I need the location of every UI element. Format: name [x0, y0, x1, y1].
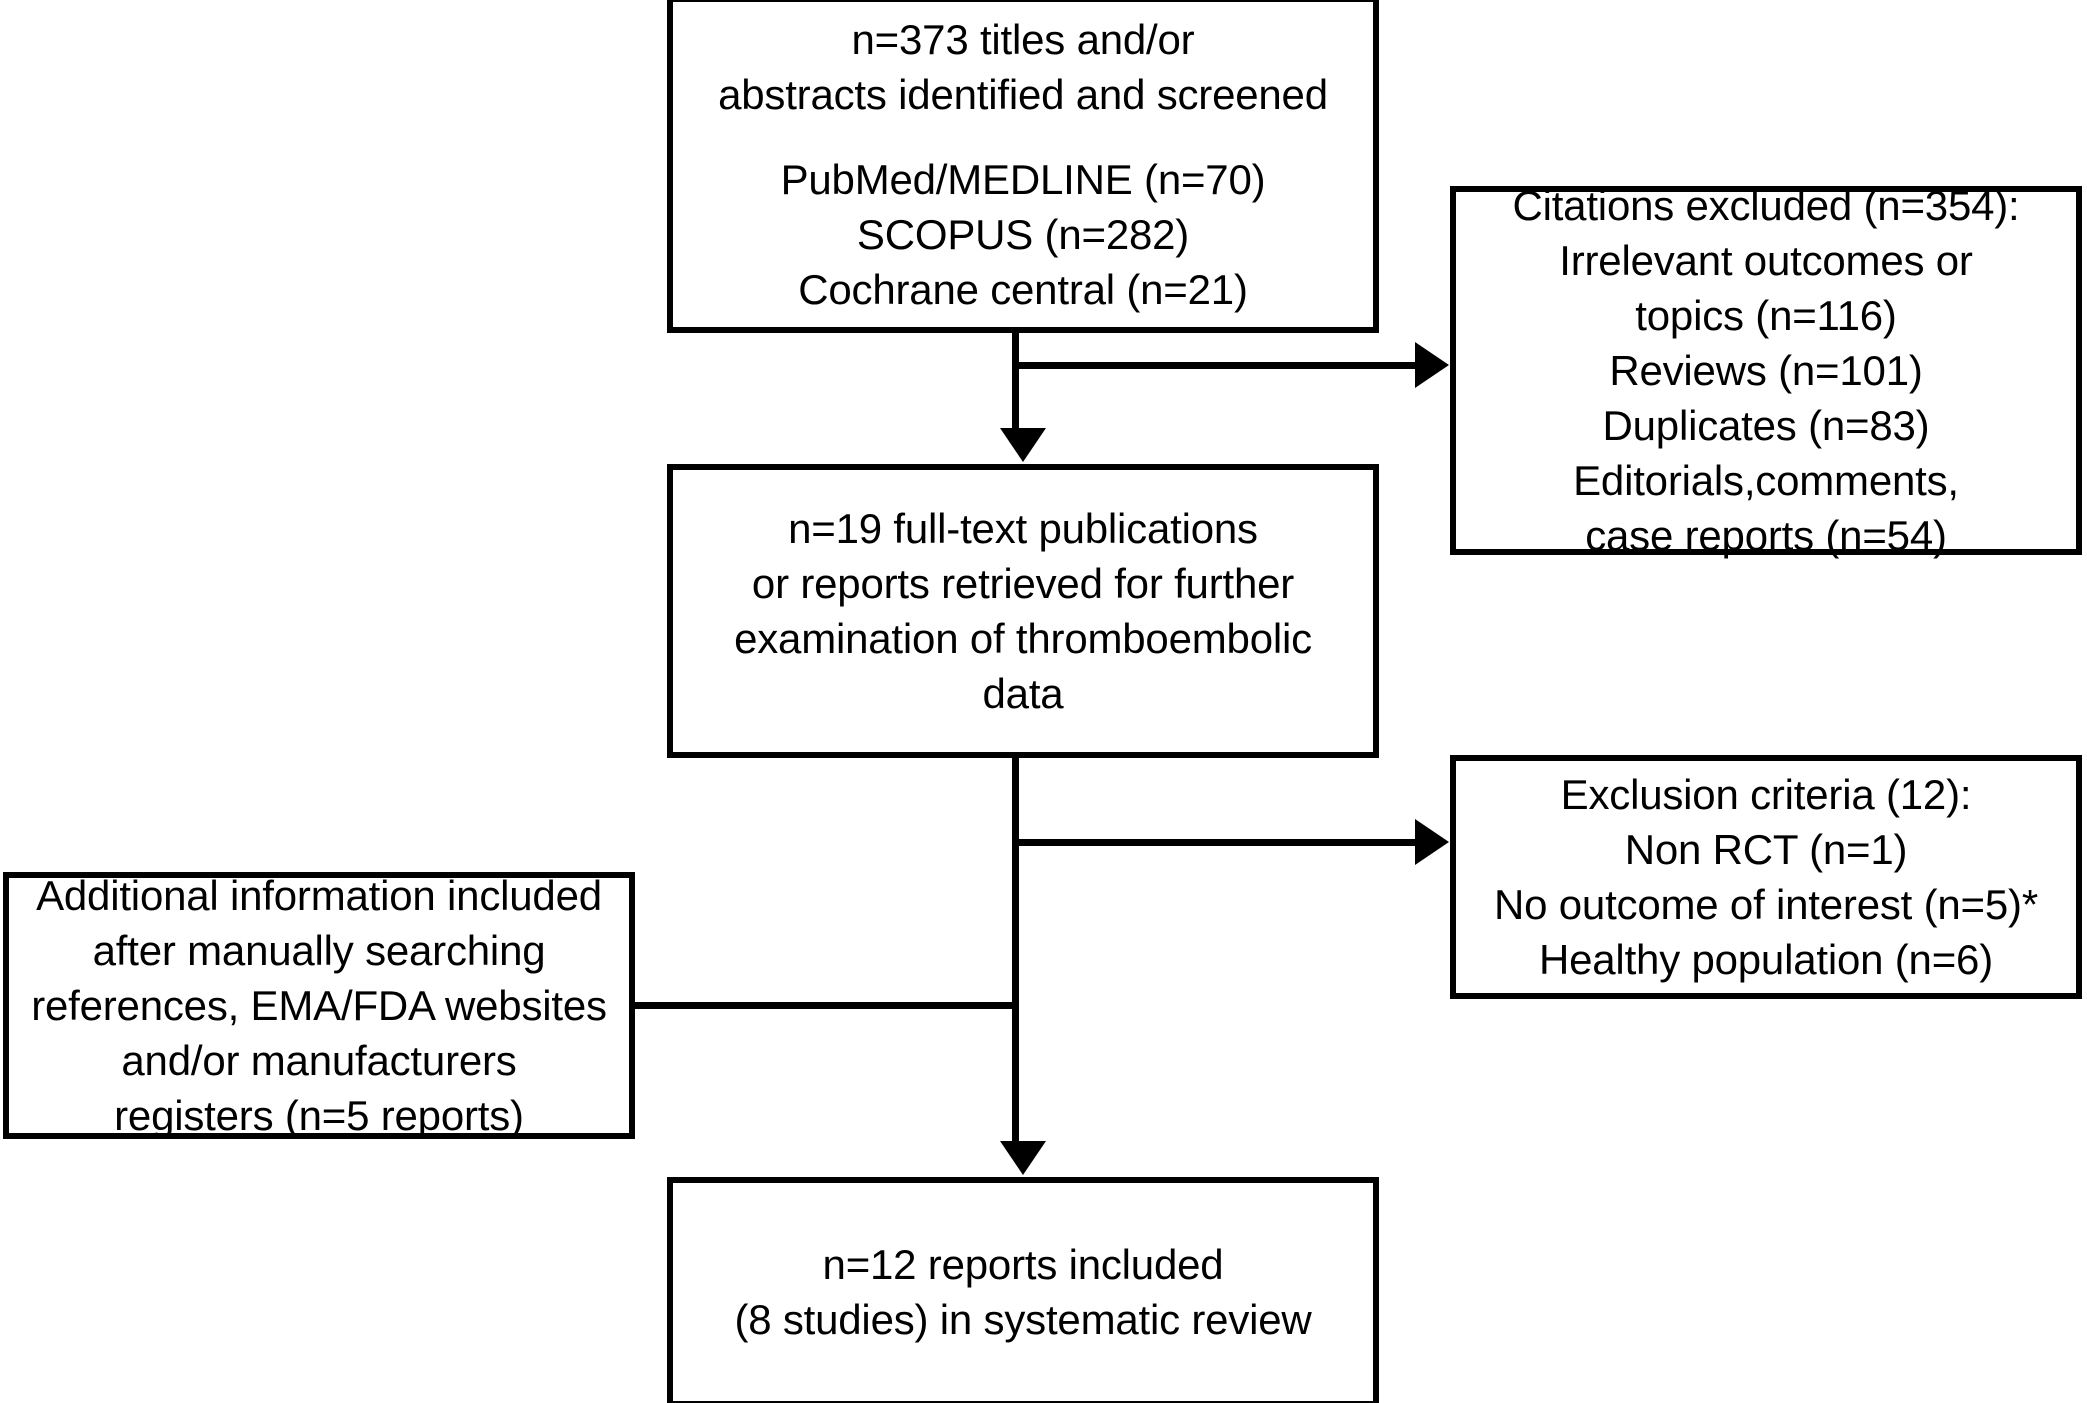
box-exclusion-criteria: Exclusion criteria (12): Non RCT (n=1) N… — [1450, 755, 2082, 999]
box-citations-excluded: Citations excluded (n=354): Irrelevant o… — [1450, 182, 2082, 559]
connector-additional-to-spine — [629, 1002, 1019, 1009]
source-cochrane-central: Cochrane central (n=21) — [798, 266, 1248, 313]
connector-identified-to-excluded — [1012, 362, 1420, 369]
excluded-heading: Citations excluded (n=354): — [1512, 182, 2020, 229]
arrowhead-down-to-fulltext-icon — [1000, 428, 1046, 462]
excluded-reason-editorials-1: Editorials,comments, — [1573, 457, 1959, 504]
box-reports-included: n=12 reports included (8 studies) in sys… — [667, 1177, 1379, 1403]
included-line-1: n=12 reports included — [822, 1241, 1224, 1288]
box-records-identified: n=373 titles and/or abstracts identified… — [667, 0, 1379, 333]
box-fulltext-retrieved: n=19 full-text publications or reports r… — [667, 464, 1379, 758]
fulltext-line-1: n=19 full-text publications — [788, 505, 1258, 552]
excluded-reason-reviews: Reviews (n=101) — [1609, 347, 1923, 394]
fulltext-line-2: or reports retrieved for further — [751, 560, 1295, 607]
fulltext-line-4: data — [982, 670, 1064, 717]
identified-line-1: n=373 titles and/or — [851, 16, 1195, 63]
arrowhead-right-to-excluded-icon — [1415, 342, 1449, 388]
arrowhead-down-to-included-icon — [1000, 1141, 1046, 1175]
identified-line-2: abstracts identified and screened — [718, 71, 1328, 118]
connector-fulltext-to-criteria — [1012, 839, 1420, 846]
box-additional-information: Additional information included after ma… — [3, 872, 635, 1139]
additional-line-3: references, EMA/FDA websites — [31, 982, 607, 1029]
criteria-heading: Exclusion criteria (12): — [1560, 771, 1972, 818]
excluded-reason-editorials-2: case reports (n=54) — [1585, 512, 1947, 559]
connector-identified-to-fulltext — [1012, 330, 1019, 430]
additional-line-5: registers (n=5 reports) — [114, 1092, 524, 1139]
criteria-non-rct: Non RCT (n=1) — [1624, 826, 1908, 873]
criteria-healthy-population: Healthy population (n=6) — [1538, 936, 1993, 983]
source-pubmed-medline: PubMed/MEDLINE (n=70) — [780, 156, 1266, 203]
arrowhead-right-to-criteria-icon — [1415, 819, 1449, 865]
source-scopus: SCOPUS (n=282) — [856, 211, 1190, 258]
criteria-no-outcome: No outcome of interest (n=5)* — [1494, 881, 2038, 928]
connector-fulltext-to-included — [1012, 757, 1019, 1143]
additional-line-1: Additional information included — [36, 872, 602, 919]
additional-line-4: and/or manufacturers — [121, 1037, 517, 1084]
fulltext-line-3: examination of thromboembolic — [734, 615, 1312, 662]
excluded-reason-irrelevant-2: topics (n=116) — [1635, 292, 1897, 339]
additional-line-2: after manually searching — [92, 927, 546, 974]
excluded-reason-duplicates: Duplicates (n=83) — [1602, 402, 1930, 449]
excluded-reason-irrelevant-1: Irrelevant outcomes or — [1559, 237, 1973, 284]
included-line-2: (8 studies) in systematic review — [734, 1296, 1312, 1343]
